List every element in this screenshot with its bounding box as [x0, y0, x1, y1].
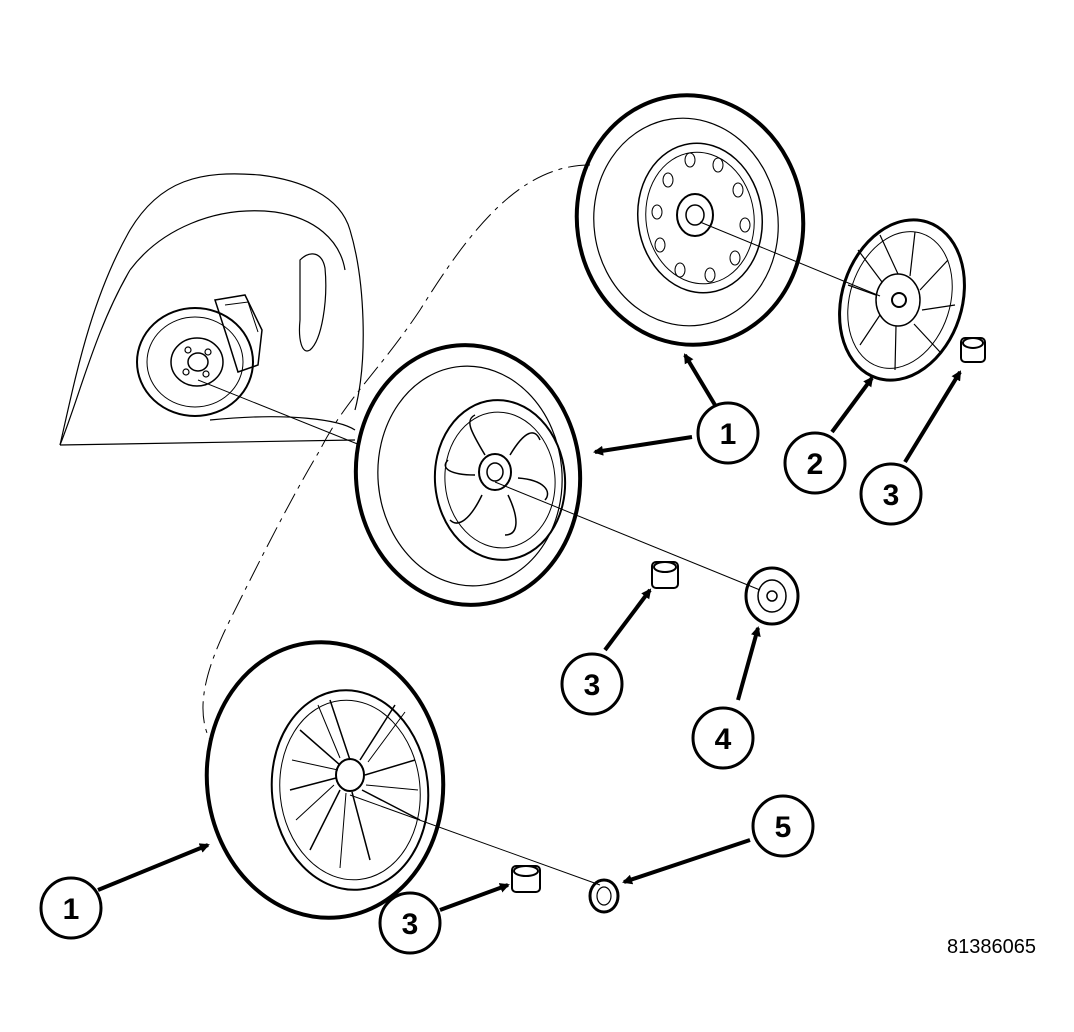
axle-centerline-middle	[494, 481, 761, 591]
callout-lug-nut-upper: 3	[859, 462, 923, 526]
figure-id: 81386065	[947, 936, 1036, 958]
callout-label: 2	[807, 448, 824, 481]
lug-nut-lower	[511, 865, 541, 893]
wheel-middle	[353, 343, 583, 607]
axle-centerline-upper	[699, 221, 881, 297]
callout-wheel-upper: 1	[696, 401, 760, 465]
arrow-lug-nut-lower	[439, 883, 510, 912]
arrow-wheel-upper	[683, 353, 717, 407]
arrow-wheel-lower	[97, 843, 210, 892]
reference-path	[202, 164, 591, 741]
callout-lug-nut-lower: 3	[378, 891, 442, 955]
callout-center-cap: 4	[691, 706, 755, 770]
hub-emblem	[588, 878, 620, 914]
center-cap	[744, 566, 800, 626]
callout-wheel-cover: 2	[783, 431, 847, 495]
lug-nut-middle	[651, 561, 679, 589]
callout-label: 3	[402, 908, 419, 941]
callout-label: 3	[883, 479, 900, 512]
axle-centerline	[197, 379, 361, 446]
wheel-cover	[838, 218, 966, 382]
callout-lug-nut-middle: 3	[560, 652, 624, 716]
axle-centerline-lower	[349, 794, 601, 886]
lug-nut-upper	[960, 337, 986, 363]
wheel-lower	[204, 640, 446, 920]
arrow-lug-nut-middle	[603, 588, 652, 652]
brake-rotor-hub	[136, 294, 263, 417]
callout-label: 1	[720, 418, 737, 451]
wheel-upper	[574, 93, 806, 347]
leader-arrows	[97, 353, 962, 912]
callout-label: 5	[775, 811, 792, 844]
arrow-wheel-cover	[830, 376, 874, 434]
callout-label: 4	[715, 723, 732, 756]
callout-label: 3	[584, 669, 601, 702]
callout-wheel-lower: 1	[39, 876, 103, 940]
arrow-hub-emblem	[622, 838, 751, 885]
vehicle-body-outline	[59, 173, 364, 446]
callout-label: 1	[63, 893, 80, 926]
arrow-wheel-middle	[593, 435, 693, 456]
arrow-lug-nut-upper	[903, 370, 962, 464]
arrow-center-cap	[736, 626, 761, 701]
callout-hub-emblem: 5	[751, 794, 815, 858]
